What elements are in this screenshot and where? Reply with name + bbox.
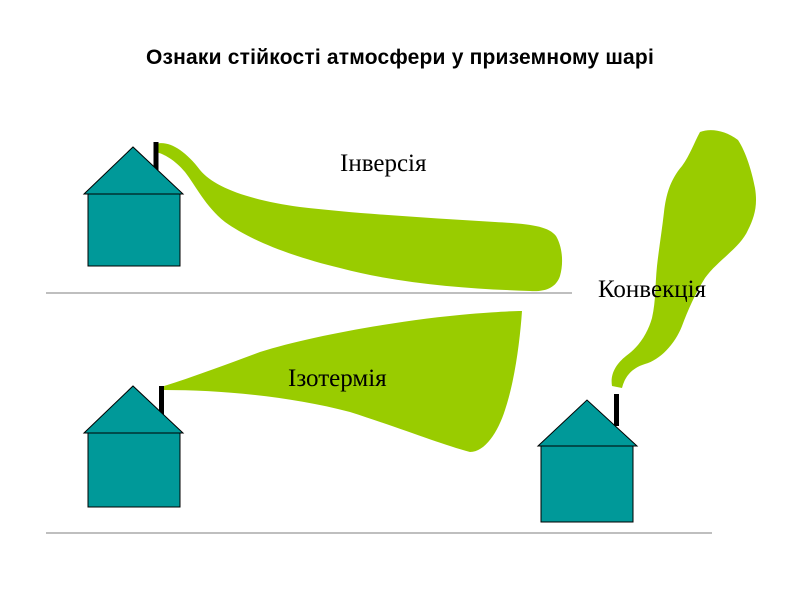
isotherm-plume [164, 311, 522, 452]
house-isotherm [82, 385, 185, 508]
house-convection [536, 394, 639, 523]
house-isotherm-body [87, 432, 181, 508]
house-isotherm-chimney [159, 386, 164, 418]
label-isotherm: Ізотермія [288, 365, 387, 392]
house-convection-body [540, 445, 634, 523]
house-inversion-chimney [153, 142, 159, 170]
convection-plume [611, 130, 757, 388]
label-convection: Конвекція [598, 276, 707, 303]
house-isotherm-roof [82, 385, 185, 434]
inversion-plume [156, 143, 563, 292]
house-convection-chimney [614, 394, 619, 426]
house-inversion-body [87, 193, 181, 267]
slide-title: Ознаки стійкості атмосфери у приземному … [145, 46, 654, 69]
house-inversion [82, 142, 185, 267]
label-inversion: Інверсія [340, 150, 427, 177]
house-convection-roof [536, 399, 639, 447]
